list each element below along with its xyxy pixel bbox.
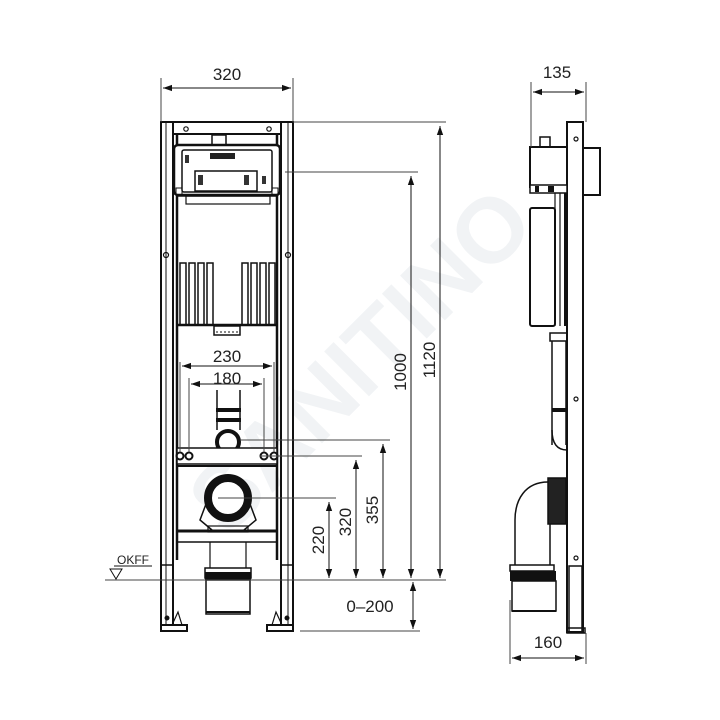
dim-320: 320 (336, 508, 355, 536)
dim-355: 355 (363, 496, 382, 524)
side-dimension-labels: 135 160 (534, 63, 571, 652)
dim-1000: 1000 (391, 353, 410, 391)
front-dimensions (105, 78, 446, 632)
dim-depth-160: 160 (534, 633, 562, 652)
dim-1120: 1120 (420, 342, 439, 379)
dim-depth-135: 135 (543, 63, 571, 82)
side-view (509, 121, 601, 634)
floor-level-label: OKFF (117, 553, 149, 567)
side-dimensions (509, 82, 587, 664)
dim-0-200: 0–200 (346, 597, 393, 616)
dim-180: 180 (213, 369, 241, 388)
dim-220: 220 (309, 526, 328, 554)
dim-230: 230 (213, 347, 241, 366)
dim-width-320: 320 (213, 65, 241, 84)
front-dimension-labels: 320 230 180 1120 1000 355 320 220 0–200 … (117, 65, 439, 616)
